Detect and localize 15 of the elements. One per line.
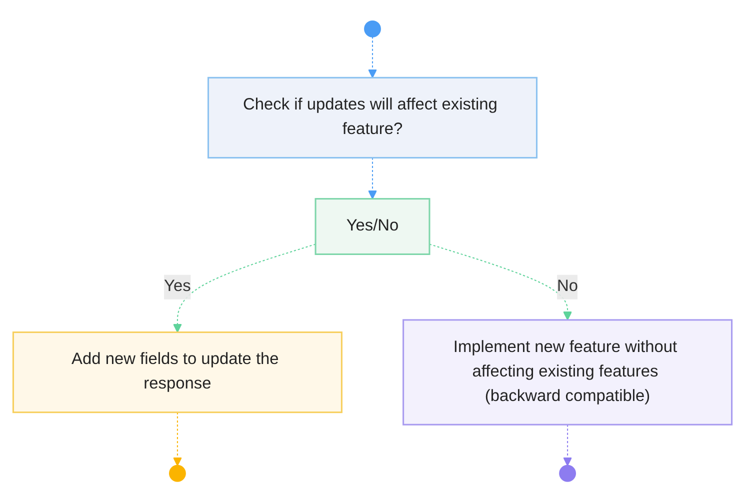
node-box: Add new fields to update the response [12, 332, 342, 414]
node-box: Check if updates will affect existing feature? [207, 77, 538, 159]
arrow [429, 244, 572, 321]
arrow [172, 244, 316, 333]
edge-label: Yes [164, 278, 191, 296]
arrow [368, 158, 378, 200]
arrow [172, 412, 182, 466]
node-box: Yes/No [314, 198, 430, 256]
arrow [563, 424, 572, 466]
arrow [368, 36, 378, 78]
node-box: Implement new feature without affecting existing features (backward compatible) [402, 320, 733, 426]
edge-label: No [557, 278, 578, 296]
node-circle [168, 465, 186, 482]
node-circle [364, 20, 381, 38]
node-circle [559, 465, 576, 482]
